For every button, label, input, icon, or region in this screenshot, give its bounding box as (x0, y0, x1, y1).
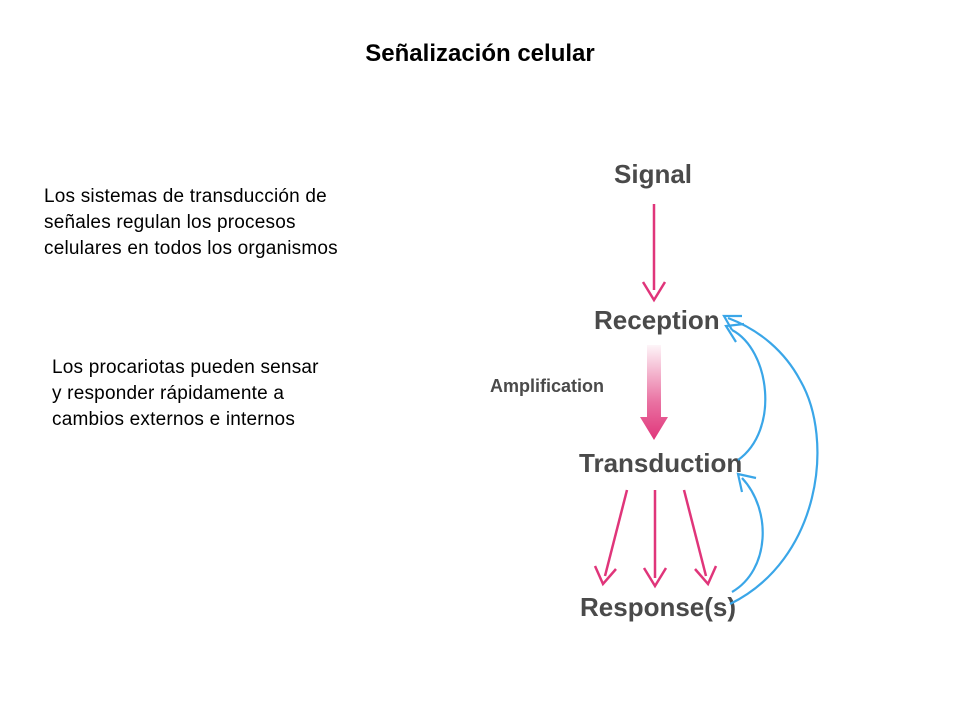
transduction-label: Transduction (579, 448, 742, 478)
paragraph-line: celulares en todos los organismos (44, 238, 338, 259)
reception-label: Reception (594, 305, 720, 335)
transduction-to-responses-arrows (593, 489, 718, 589)
paragraph-line: señales regulan los procesos (44, 212, 296, 233)
paragraph-line: Los sistemas de transducción de (44, 186, 327, 207)
signal-label: Signal (614, 159, 692, 189)
paragraph-line: Los procariotas pueden sensar (52, 357, 319, 378)
prokaryotes-paragraph: Los procariotas pueden sensar y responde… (52, 355, 319, 433)
paragraph-line: cambios externos e internos (52, 409, 296, 430)
transduction-systems-paragraph: Los sistemas de transducción de señales … (44, 184, 338, 262)
responses-label: Response(s) (580, 592, 736, 622)
paragraph-line: y responder rápidamente a (52, 383, 285, 404)
amplification-arrow (640, 345, 668, 440)
feedback-arrows (722, 314, 819, 605)
amplification-label: Amplification (490, 376, 604, 396)
page-title: Señalización celular (365, 40, 595, 67)
signal-to-reception-arrow (641, 204, 667, 303)
